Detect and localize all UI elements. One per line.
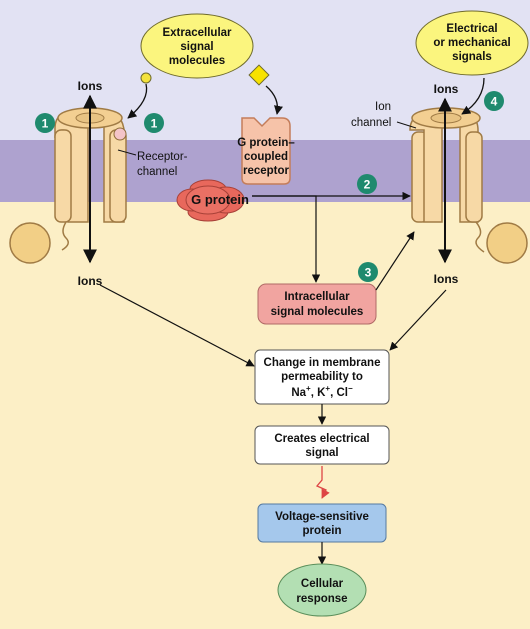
cellular-response-bubble xyxy=(277,563,367,617)
creates-label-line2: signal xyxy=(305,447,338,459)
badge-3: 3 xyxy=(358,262,378,282)
badge-1-right: 1 xyxy=(144,113,164,133)
svg-text:3: 3 xyxy=(365,266,372,280)
lightning-arrow xyxy=(315,466,330,499)
voltage-label-line1: Voltage-sensitive xyxy=(275,511,369,523)
cellular-label-line2: response xyxy=(296,593,347,605)
svg-text:4: 4 xyxy=(491,95,498,109)
extracellular-label-line3: molecules xyxy=(169,55,225,67)
gpcr-label-line2: coupled xyxy=(244,151,288,163)
electrical-to-channel-arrow xyxy=(461,77,485,115)
intracellular-to-channel-arrow xyxy=(375,231,415,291)
g-protein-to-intracellular-arrow xyxy=(252,195,321,283)
ball-domain-left xyxy=(9,222,51,264)
ions-right-to-change-arrow xyxy=(389,289,447,351)
ligand-to-gpcr-arrow xyxy=(265,85,283,115)
cellular-label-line1: Cellular xyxy=(301,578,344,590)
intracellular-label-line2: signal molecules xyxy=(271,306,364,318)
ball-domain-right xyxy=(486,222,528,264)
badge-1-left: 1 xyxy=(35,113,55,133)
extracellular-label-line2: signal xyxy=(180,41,213,53)
extracellular-label-line1: Extracellular xyxy=(162,27,232,39)
electrical-label-line1: Electrical xyxy=(446,23,497,35)
receptor-channel-left xyxy=(9,107,127,264)
g-protein-label: G protein xyxy=(191,192,249,207)
electrical-label-line3: signals xyxy=(452,51,492,63)
gpcr-label-line1: G protein– xyxy=(237,137,295,149)
ion-channel-label-line1: Ion xyxy=(375,101,391,113)
ion-channel-label-line2: channel xyxy=(351,117,391,129)
cytoplasm xyxy=(0,202,530,629)
extracellular-signal-bubble xyxy=(140,13,254,79)
badge-2: 2 xyxy=(357,174,377,194)
electrical-label-line2: or mechanical xyxy=(433,37,510,49)
ligand-to-receptor-arrow xyxy=(127,83,148,119)
svg-text:2: 2 xyxy=(364,178,371,192)
svg-text:1: 1 xyxy=(42,117,49,131)
ligand-circle xyxy=(140,72,152,84)
ligand-diamond xyxy=(248,64,270,86)
receptor-binding-site xyxy=(113,127,127,141)
electrical-signal-bubble xyxy=(415,10,529,76)
creates-signal-box xyxy=(254,425,390,465)
change-label-line2: permeability to xyxy=(281,371,363,383)
ion-channel-leader xyxy=(396,121,417,129)
creates-label-line1: Creates electrical xyxy=(274,433,369,445)
ions-left-to-change-arrow xyxy=(99,284,255,367)
ion-list: Na+, K+, Cl− xyxy=(291,384,353,399)
intracellular-label-line1: Intracellular xyxy=(284,291,350,303)
ions-label-bottom-right: Ions xyxy=(434,272,459,286)
g-protein xyxy=(176,179,245,222)
receptor-channel-leader xyxy=(117,149,137,156)
voltage-label-line2: protein xyxy=(303,525,342,537)
gpcr-receptor xyxy=(241,117,291,185)
change-label-line1: Change in membrane xyxy=(264,357,381,369)
ions-label-bottom-left: Ions xyxy=(78,274,103,288)
ions-label-top-left: Ions xyxy=(78,79,103,93)
receptor-channel-label-line2: channel xyxy=(137,166,177,178)
intracellular-signal-box xyxy=(257,283,377,325)
gpcr-label-line3: receptor xyxy=(243,165,290,177)
badge-4: 4 xyxy=(484,91,504,111)
ions-label-top-right: Ions xyxy=(434,82,459,96)
svg-text:1: 1 xyxy=(151,117,158,131)
receptor-channel-label-line1: Receptor- xyxy=(137,151,188,163)
